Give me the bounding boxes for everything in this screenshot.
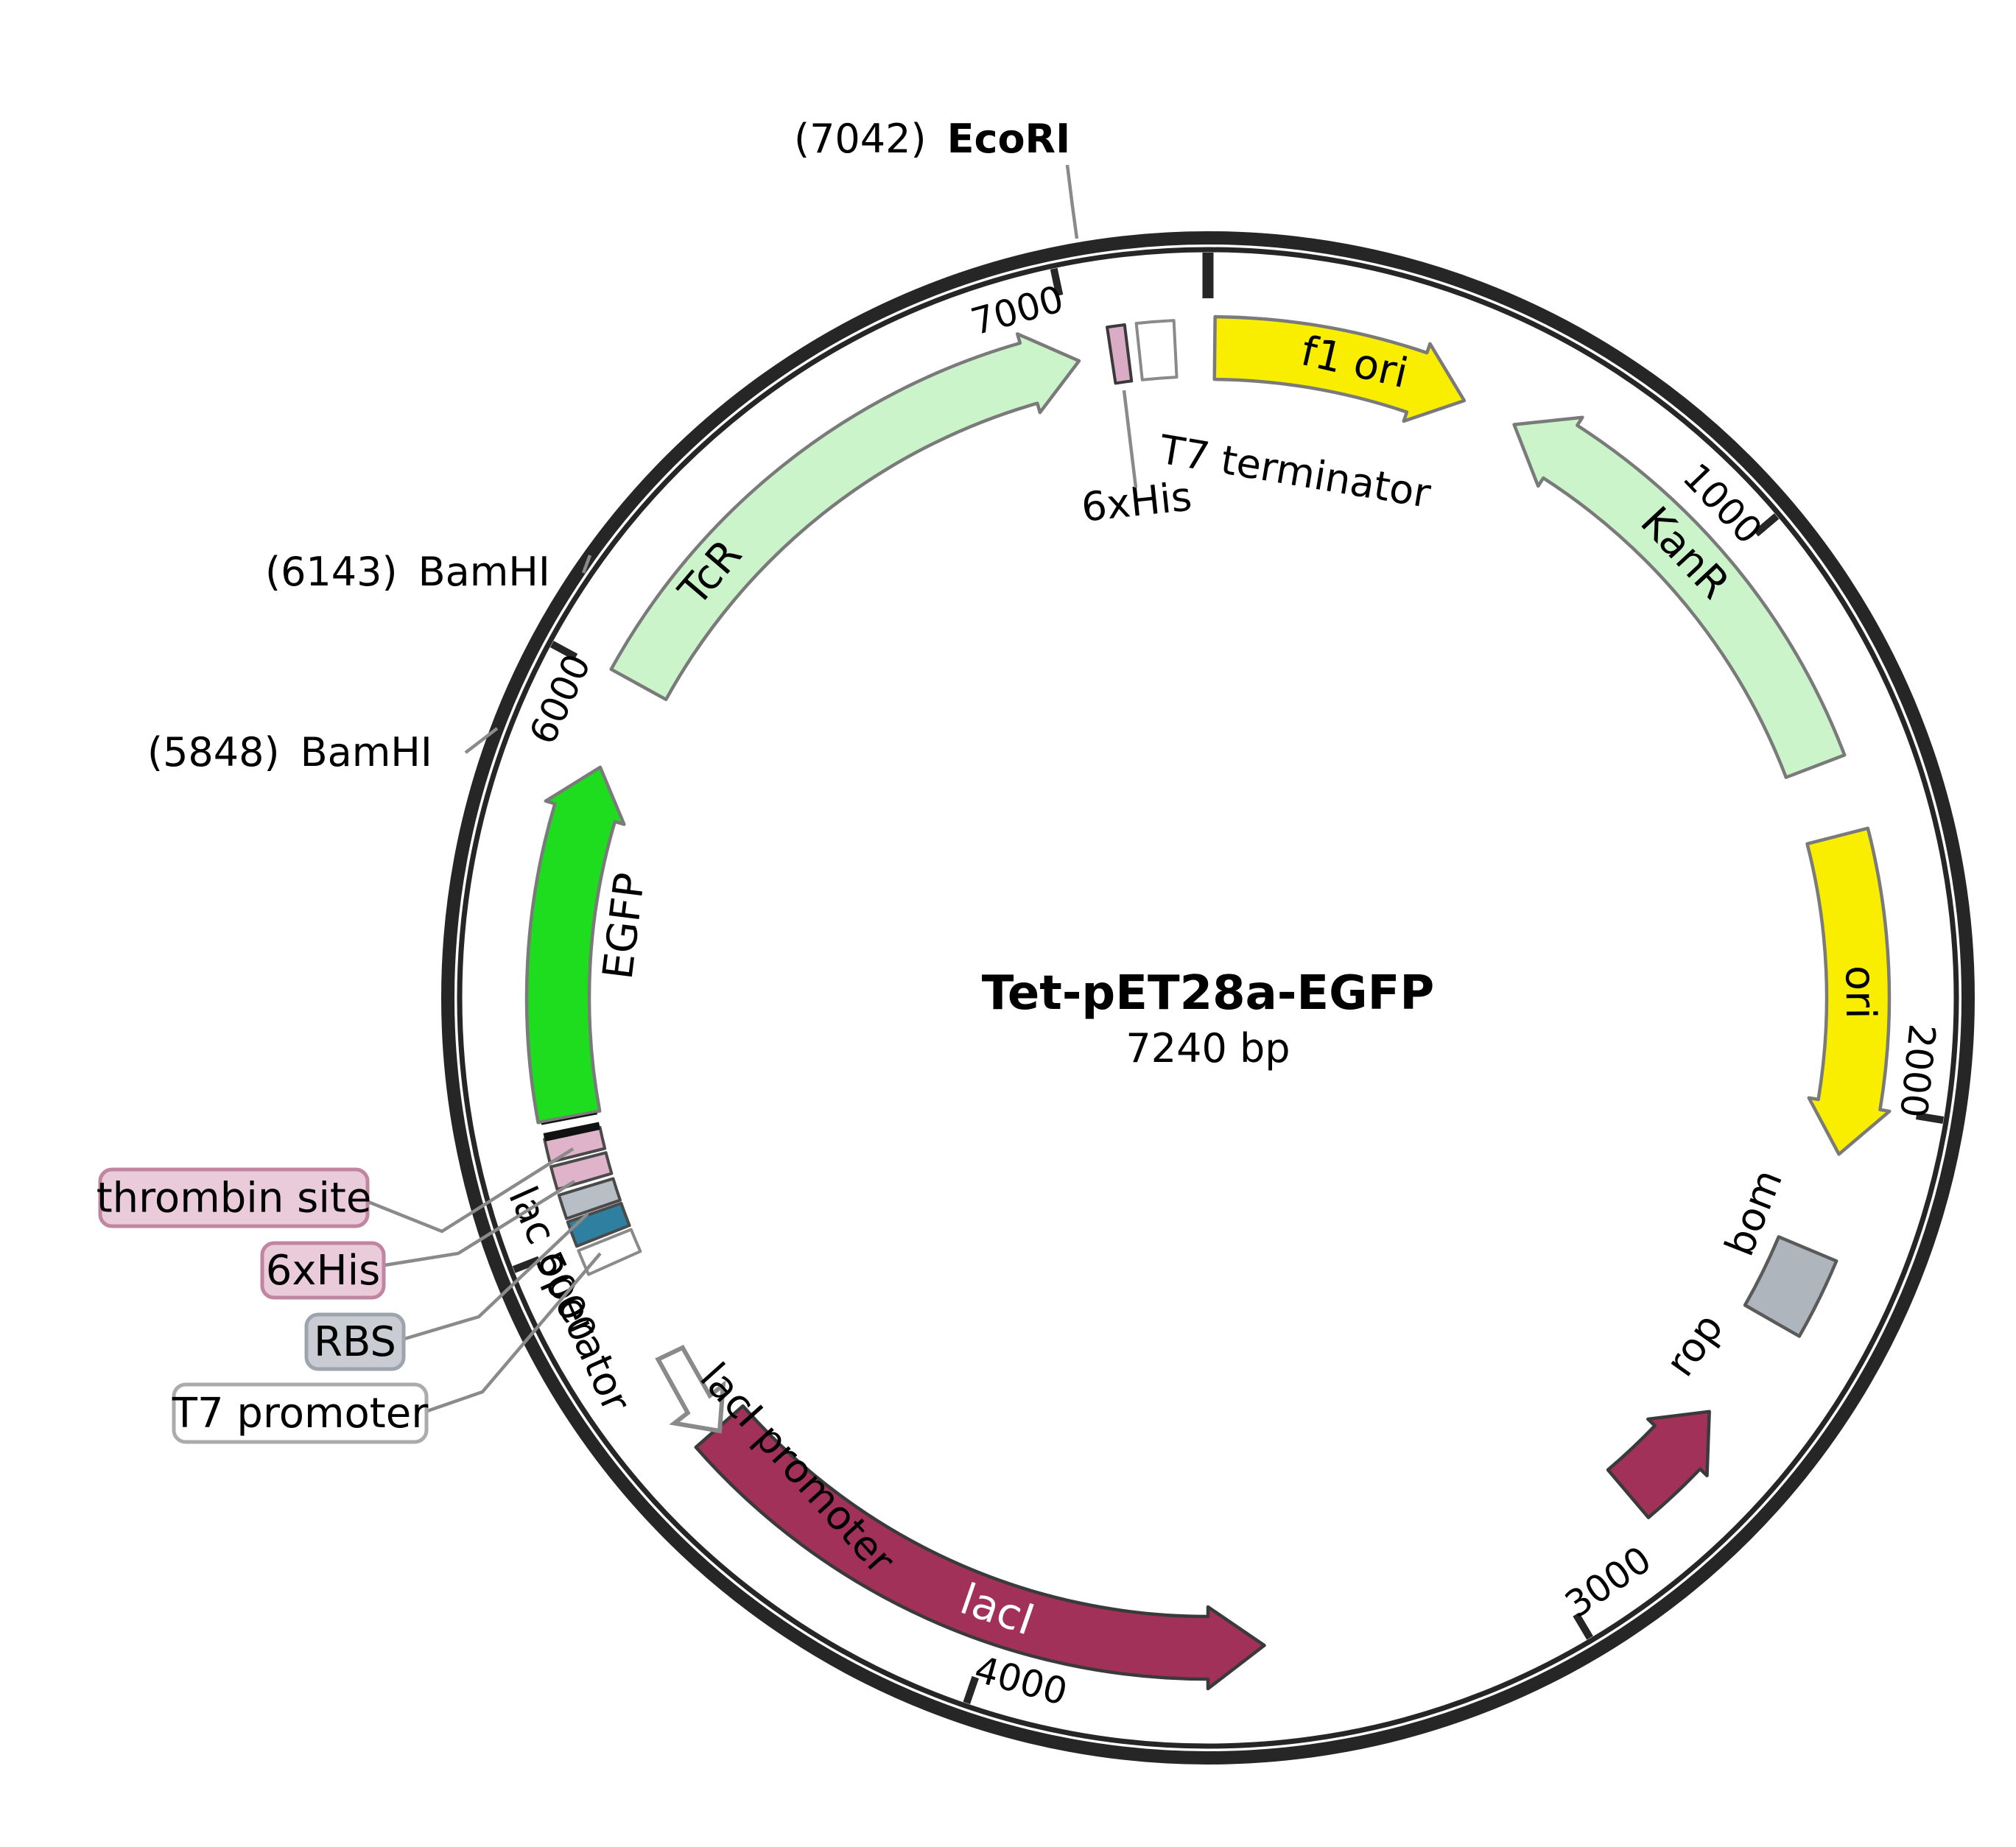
rop-feature-arrow[interactable]: [1606, 1410, 1711, 1519]
ecori-7042-leader: [1065, 164, 1079, 239]
rbs-callout-box[interactable]: [304, 1312, 406, 1371]
thrombin-site-callout-label: thrombin site: [96, 1175, 372, 1222]
t7-terminator-label: T7 terminator: [1156, 426, 1435, 518]
kanr-feature-arrow[interactable]: [1512, 415, 1847, 779]
egfp-feature-label: EGFP: [594, 870, 655, 982]
plasmid-ring-outer: [441, 231, 1975, 1765]
lac-operator-feature[interactable]: [566, 1201, 631, 1248]
egfp-junction-hatch: [541, 1112, 601, 1142]
6xhis-callout-box[interactable]: [260, 1241, 386, 1300]
6xhis-lower-feature[interactable]: [549, 1151, 614, 1192]
laci-promoter-glyph[interactable]: [637, 1337, 744, 1450]
laci-feature-arrow[interactable]: [694, 1404, 1266, 1691]
rop-feature-label: rop: [1657, 1305, 1732, 1385]
tick-label-2000: 2000: [1892, 1022, 1944, 1120]
plasmid-size: 7240 bp: [1125, 1025, 1290, 1072]
tick-4000: [963, 1675, 979, 1705]
ecori-7042-label[interactable]: (7042)EcoRI: [794, 116, 1070, 162]
thrombin-site-callout-box[interactable]: [98, 1167, 370, 1228]
egfp-feature-arrow[interactable]: [524, 765, 626, 1125]
6xhis-leader: [384, 1180, 576, 1267]
bamhi-5848-leader: [464, 727, 499, 754]
tick-7000: [1050, 267, 1064, 297]
rbs-leader: [404, 1212, 589, 1341]
bom-feature-arrow[interactable]: [1743, 1235, 1838, 1338]
tick-2000: [1915, 1112, 1945, 1125]
rbs-feature[interactable]: [557, 1177, 622, 1220]
t7-promoter-callout-label: T7 promoter: [172, 1390, 429, 1438]
6xhis-top-feature[interactable]: [1106, 323, 1134, 385]
ori-feature-label: ori: [1836, 965, 1885, 1019]
rbs-callout-label: RBS: [314, 1318, 396, 1366]
bamhi-6143-leader: [581, 555, 592, 574]
plasmid-ring-inner: [457, 247, 1959, 1749]
t7-terminator-feature[interactable]: [1134, 319, 1179, 381]
bamhi-5848-label[interactable]: (5848)BamHI: [147, 729, 432, 775]
ori-feature-arrow[interactable]: [1805, 826, 1892, 1156]
t7-promoter-leader: [426, 1252, 602, 1413]
tick-3000: [1573, 1612, 1593, 1640]
tick-6000: [549, 641, 578, 661]
bamhi-6143-label[interactable]: (6143)BamHI: [265, 549, 550, 595]
tick-1000: [1753, 513, 1780, 537]
6xhis-callout-label: 6xHis: [266, 1247, 381, 1295]
t7-promoter-callout-box[interactable]: [172, 1382, 429, 1444]
f1-ori-feature-arrow[interactable]: [1212, 314, 1467, 423]
tcr-feature-arrow[interactable]: [609, 332, 1081, 702]
thrombin-site-leader: [368, 1147, 575, 1234]
plasmid-title: Tet-pET28a-EGFP: [982, 966, 1435, 1021]
6xhis-top-leader: [1122, 390, 1138, 488]
